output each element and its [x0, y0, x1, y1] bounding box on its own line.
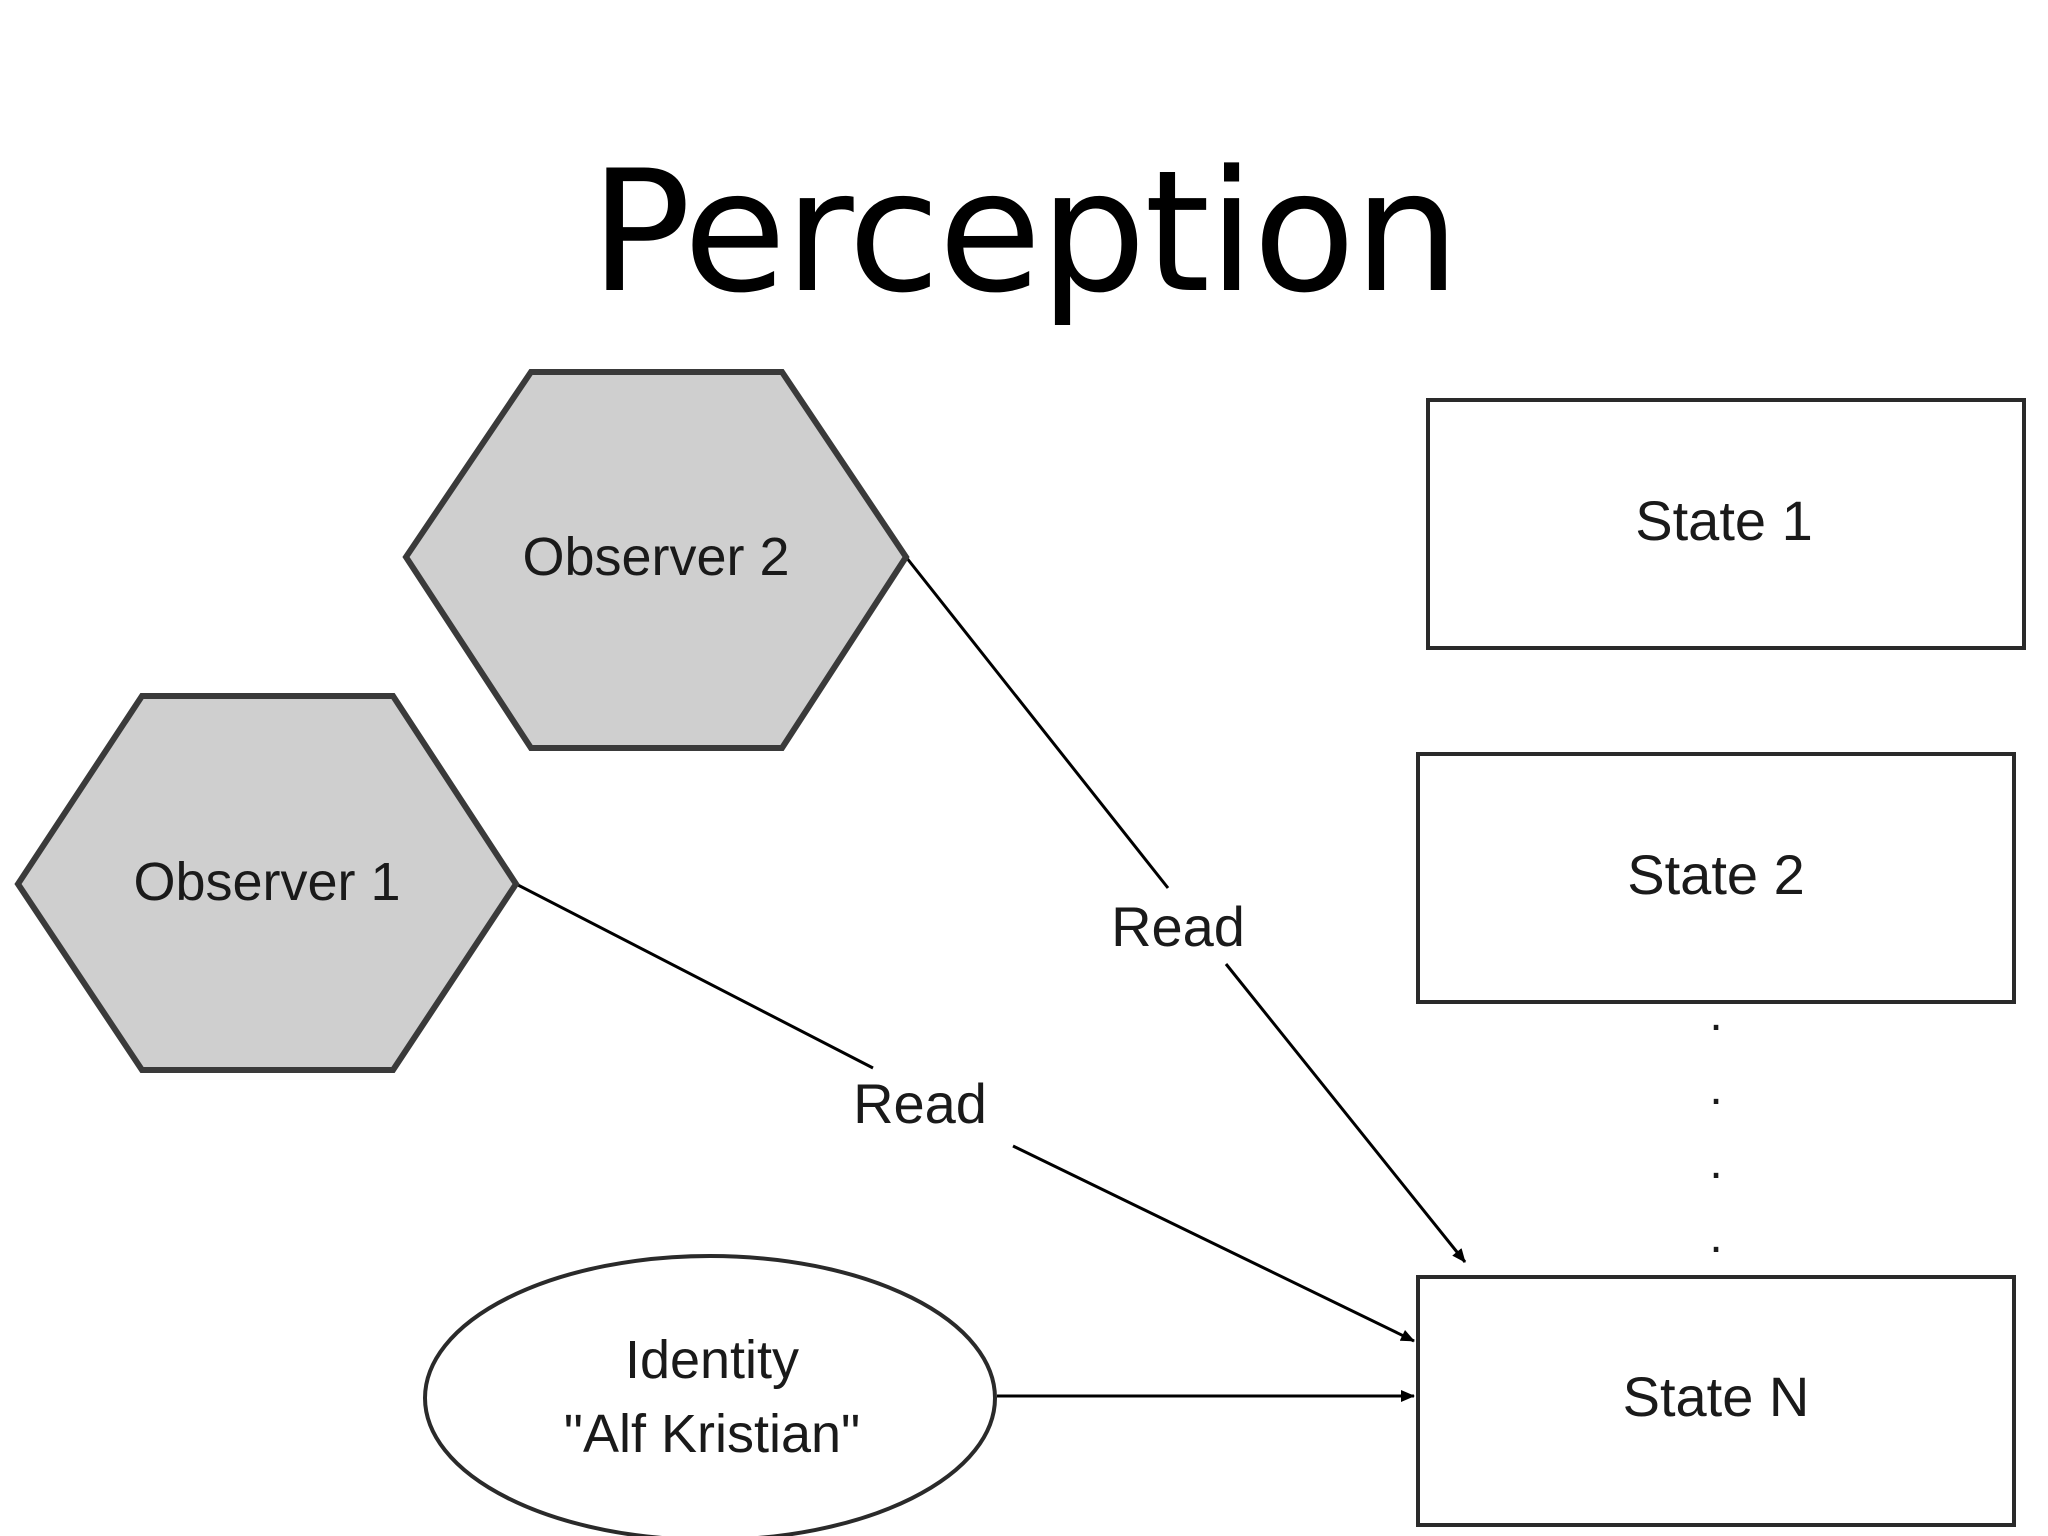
observer-2-label: Observer 2	[522, 527, 789, 587]
observer-2-node: Observer 2	[402, 369, 910, 751]
state-1-box: State 1	[1426, 398, 2026, 650]
edge-observer-2-to-state-n: Read	[904, 556, 1467, 1263]
ellipsis-dot: .	[1709, 988, 1722, 1041]
state-n-label: State N	[1623, 1365, 1810, 1428]
edge-label-read: Read	[853, 1072, 987, 1135]
state-2-label: State 2	[1627, 843, 1804, 906]
identity-node: Identity "Alf Kristian"	[423, 1254, 997, 1536]
identity-name: "Alf Kristian"	[564, 1404, 860, 1464]
edge-observer-1-to-state-n: Read	[515, 882, 1415, 1343]
state-n-box: State N	[1416, 1275, 2016, 1527]
state-1-label: State 1	[1635, 489, 1812, 552]
page-title: Perception	[589, 134, 1460, 330]
states-ellipsis: . . . .	[1709, 988, 1722, 1263]
observer-1-node: Observer 1	[14, 693, 520, 1073]
ellipsis-dot: .	[1709, 1136, 1722, 1189]
state-2-box: State 2	[1416, 752, 2016, 1004]
edge-label-read: Read	[1111, 895, 1245, 958]
ellipsis-dot: .	[1709, 1210, 1722, 1263]
observer-1-label: Observer 1	[133, 852, 400, 912]
identity-label: Identity	[625, 1330, 799, 1390]
ellipsis-dot: .	[1709, 1062, 1722, 1115]
